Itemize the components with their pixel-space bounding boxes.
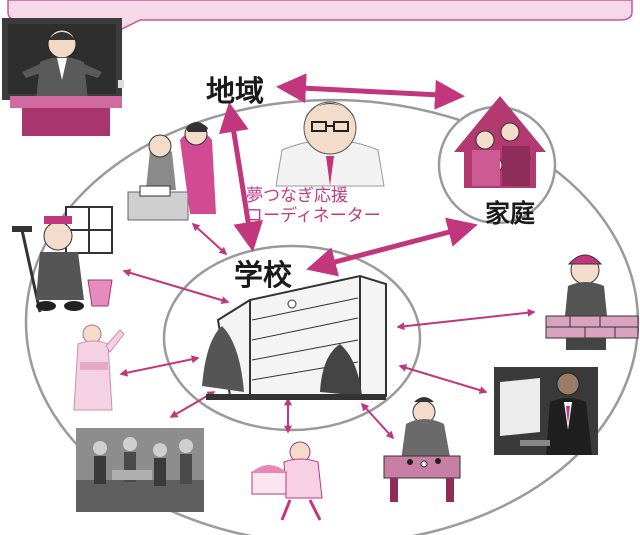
coordinator-label: 夢つなぎ応援 コーディネーター (246, 186, 381, 226)
go-player-icon (383, 397, 461, 502)
home-label: 家庭 (485, 199, 536, 228)
kimono-dancer-icon (73, 324, 125, 411)
arrow-school-go (360, 402, 395, 440)
arrow-school-mason (396, 308, 536, 331)
cook-with-cake-icon (251, 441, 323, 521)
arrow-school-tutors (191, 222, 228, 256)
region-label: 地域 (206, 74, 265, 108)
arrow-school-office (398, 364, 488, 394)
arrow-school-dancer (119, 355, 200, 377)
coordinator-label-line1: 夢つなぎ応援 (246, 186, 348, 206)
tutoring-pair-icon (127, 122, 216, 221)
office-worker-computer-icon (494, 367, 598, 455)
coordinator-man-glasses-icon (275, 101, 385, 187)
arrow-school-cleaner (122, 268, 230, 305)
arrow-school-home (306, 217, 478, 277)
school-label: 学校 (234, 258, 293, 292)
teacher-at-blackboard-icon (2, 18, 124, 136)
arrow-region-home (276, 73, 465, 110)
thin-arrows (119, 222, 536, 440)
arrow-region-school (218, 102, 264, 252)
coordinator-label-line2: コーディネーター (246, 206, 381, 226)
brick-mason-icon (545, 254, 639, 350)
school-building-icon (202, 274, 387, 400)
school-ellipse (162, 244, 422, 432)
family-house-icon (454, 96, 546, 188)
cleaner-with-bucket-icon (12, 206, 113, 313)
farmers-group-icon (76, 428, 204, 512)
